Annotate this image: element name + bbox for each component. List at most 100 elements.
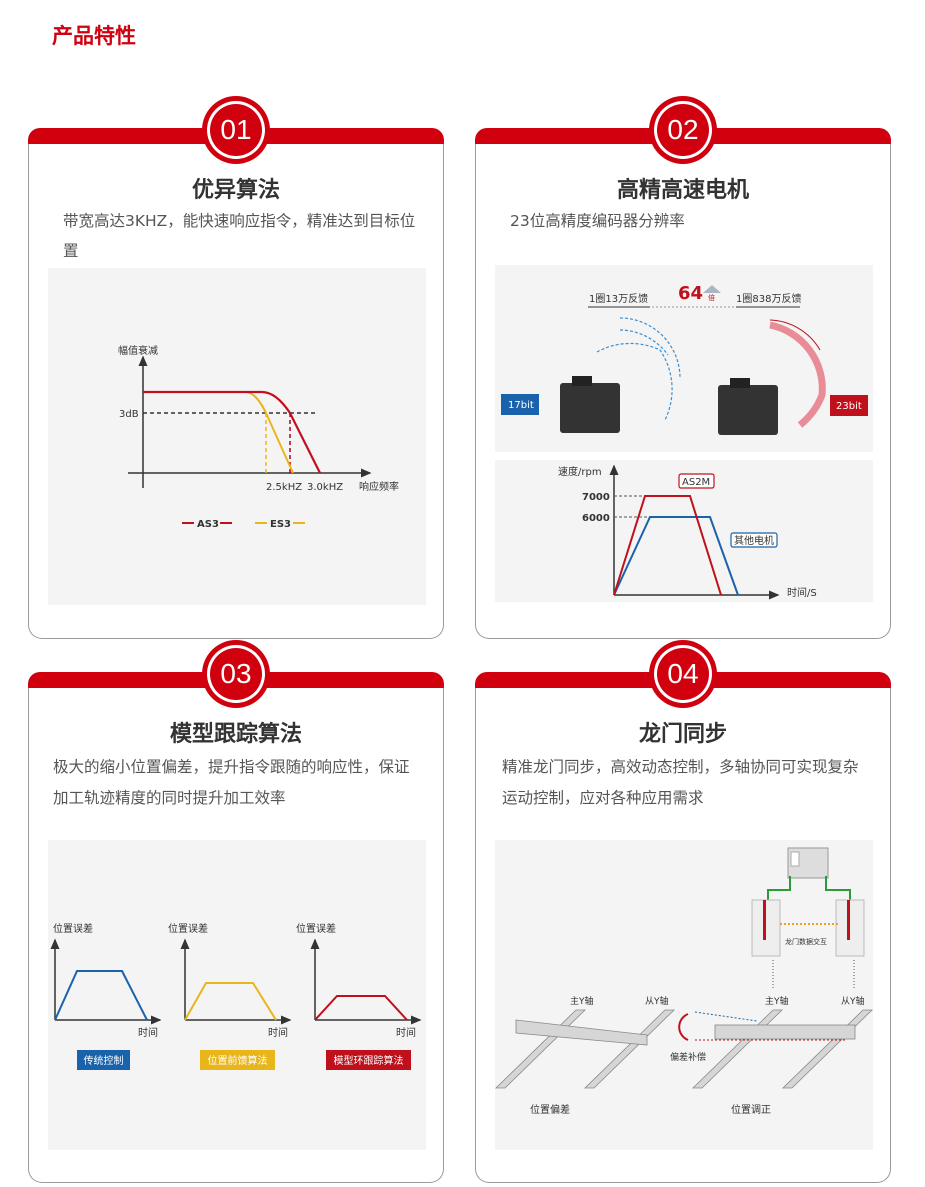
chart-model-tracking: 位置误差 时间 模型环跟踪算法	[296, 922, 422, 1070]
figure-label: 位置偏差	[530, 1103, 570, 1116]
figure-label: 时间	[138, 1026, 158, 1039]
card-description: 极大的缩小位置偏差，提升指令跟随的响应性，保证加工轨迹精度的同时提升加工效率	[53, 758, 410, 807]
figure-shape	[790, 851, 800, 867]
gantry-after	[692, 1009, 873, 1089]
es3-curve	[143, 391, 294, 474]
badge-number: 03	[210, 648, 262, 700]
figure-label: 位置误差	[296, 922, 336, 935]
figure-label: 时间	[396, 1026, 416, 1039]
figure-label: 主Y轴	[765, 995, 789, 1007]
y-axis-label: 幅值衰减	[118, 344, 158, 357]
figure-shape	[767, 876, 851, 900]
number-badge: 04	[649, 640, 717, 708]
bits-23-label: 23bit	[836, 401, 862, 412]
figure-shape	[847, 900, 850, 940]
y-axis-label: 速度/rpm	[558, 465, 602, 478]
figure-shape	[782, 1009, 873, 1089]
figure-label: 主Y轴	[570, 995, 594, 1007]
tick-label: 7000	[582, 492, 610, 503]
figure-shape	[572, 376, 592, 386]
figure-shape	[714, 1024, 856, 1040]
badge-number: 02	[657, 104, 709, 156]
figure-shape	[54, 970, 148, 1021]
badge-number: 01	[210, 104, 262, 156]
tick-label: 3.0kHZ	[307, 482, 343, 493]
number-badge: 02	[649, 96, 717, 164]
card-description: 精准龙门同步，高效动态控制，多轴协同可实现复杂运动控制，应对各种应用需求	[502, 758, 859, 807]
as3-curve	[143, 390, 321, 474]
figure-label: 位置调正	[731, 1103, 771, 1116]
figure-shape	[501, 394, 539, 415]
series-other-motor	[613, 516, 739, 596]
legend-as3: AS3	[197, 519, 219, 530]
figure-shape	[692, 1009, 783, 1089]
figure-shape	[314, 995, 408, 1021]
figure-label: 位置误差	[53, 922, 93, 935]
feature-card-algorithm: 01 优异算法 带宽高达3KHZ，能快速响应指令，精准达到目标位置 幅值衰减 3…	[28, 96, 444, 639]
motor-17bit	[560, 383, 620, 433]
encoder-arc-17bit	[596, 317, 681, 421]
feature-card-motor: 02 高精高速电机 23位高精度编码器分辨率 1圈13万反馈 64 倍 1圈83…	[475, 96, 891, 639]
card-title: 优异算法	[191, 178, 280, 203]
right-feedback-label: 1圈838万反馈	[736, 292, 801, 305]
figure-shape	[495, 1009, 586, 1089]
speed-chart: 速度/rpm 7000 6000 时间/S AS2M 其他电机	[495, 460, 873, 602]
figure-shape	[763, 900, 766, 940]
card-title: 龙门同步	[638, 722, 727, 747]
bandwidth-chart: 幅值衰减 3dB 2.5kHZ 3.0kHZ 响应频率 AS3 ES3	[48, 268, 426, 605]
series-a-label: AS2M	[682, 477, 710, 488]
tick-label: 2.5kHZ	[266, 482, 302, 493]
series-b-label: 其他电机	[734, 534, 774, 547]
tick-label: 6000	[582, 513, 610, 524]
figure-shape	[830, 395, 868, 416]
figure-shape	[694, 1011, 758, 1022]
compensation-arrow-icon	[678, 1013, 689, 1041]
card-title: 高精高速电机	[616, 178, 749, 203]
data-exchange-label: 龙门数据交互	[785, 937, 827, 946]
left-feedback-label: 1圈13万反馈	[589, 292, 648, 305]
gantry-before	[495, 1009, 675, 1089]
figure-shape	[584, 1009, 675, 1089]
figure-shape	[730, 532, 778, 548]
figure-shape	[184, 982, 277, 1021]
card-description: 带宽高达3KHZ，能快速响应指令，精准达到目标位置	[63, 212, 416, 260]
feature-card-tracking: 03 模型跟踪算法 极大的缩小位置偏差，提升指令跟随的响应性，保证加工轨迹精度的…	[28, 640, 444, 1183]
tracking-comparison: 位置误差 时间 传统控制 位置误差 时间 位置前馈算法	[48, 840, 426, 1150]
x-axis-label: 时间/S	[787, 586, 817, 599]
figure-shape	[200, 1050, 275, 1070]
method-label: 模型环跟踪算法	[334, 1054, 404, 1067]
threshold-label: 3dB	[119, 409, 139, 420]
gantry-diagram: 龙门数据交互 主Y轴 从Y轴 主Y轴 从Y轴	[495, 840, 873, 1150]
card-description: 23位高精度编码器分辨率	[510, 212, 685, 230]
number-badge: 03	[202, 640, 270, 708]
badge-number: 04	[657, 648, 709, 700]
figure-label: 从Y轴	[645, 995, 669, 1007]
figure-label: 从Y轴	[841, 995, 865, 1007]
chart-feedforward: 位置误差 时间 位置前馈算法	[168, 922, 292, 1070]
motor-23bit	[718, 385, 778, 435]
x-axis-label: 响应频率	[359, 480, 399, 493]
bits-17-label: 17bit	[508, 400, 534, 411]
card-title: 模型跟踪算法	[169, 722, 302, 747]
up-arrow-icon	[703, 285, 721, 293]
figure-shape	[515, 1019, 648, 1046]
page-title: 产品特性	[52, 23, 136, 48]
chart-traditional: 位置误差 时间 传统控制	[50, 922, 162, 1070]
legend-es3: ES3	[270, 519, 291, 530]
series-as2m	[613, 495, 722, 596]
figure-label: 位置误差	[168, 922, 208, 935]
method-label: 位置前馈算法	[208, 1054, 268, 1067]
multiple-unit: 倍	[708, 293, 715, 302]
figure-label: 偏差补偿	[670, 1051, 706, 1063]
multiple-value: 64	[678, 283, 703, 304]
encoder-figure: 1圈13万反馈 64 倍 1圈838万反馈 17bit 23bit	[495, 265, 873, 452]
number-badge: 01	[202, 96, 270, 164]
figure-shape	[326, 1050, 411, 1070]
figure-shape	[730, 378, 750, 388]
method-label: 传统控制	[84, 1054, 124, 1067]
feature-card-gantry: 04 龙门同步 精准龙门同步，高效动态控制，多轴协同可实现复杂运动控制，应对各种…	[475, 640, 891, 1183]
figure-label: 时间	[268, 1026, 288, 1039]
figure-shape	[77, 1050, 130, 1070]
encoder-arc-23bit	[769, 321, 826, 428]
